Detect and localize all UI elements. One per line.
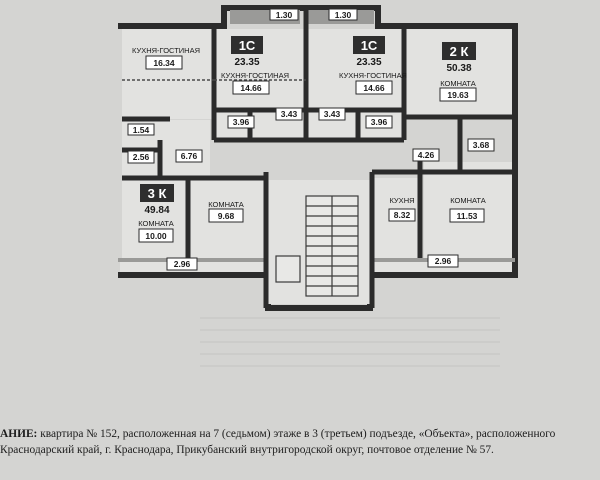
- area-room-968: 9.68: [218, 211, 235, 221]
- unit-area-3k: 49.84: [144, 205, 169, 216]
- area-396-right: 3.96: [371, 117, 388, 127]
- unit-type-1c-right: 1С: [361, 38, 378, 53]
- area-room-1000: 10.00: [145, 231, 167, 241]
- room-label-room-10: КОМНАТА: [138, 219, 174, 228]
- area-kitchen-living-3k: 16.34: [153, 58, 175, 68]
- unit-type-3k: 3 К: [148, 186, 167, 201]
- room-label-kitchen-living-1c-left: КУХНЯ-ГОСТИНАЯ: [221, 71, 289, 80]
- room-label-kitchen-living-3k: КУХНЯ-ГОСТИНАЯ: [132, 46, 200, 55]
- unit-type-1c-left: 1С: [239, 38, 256, 53]
- area-kitchen-832: 8.32: [394, 210, 411, 220]
- caption-line-1: АНИЕ: квартира № 152, расположенная на 7…: [0, 426, 555, 442]
- caption-line-1-text: квартира № 152, расположенная на 7 (седь…: [37, 428, 556, 440]
- area-room-2k: 19.63: [447, 90, 469, 100]
- area-kitchen-living-1c-right: 14.66: [363, 83, 385, 93]
- unit-area-1c-right: 23.35: [356, 57, 381, 68]
- unit-area-1c-left: 23.35: [234, 57, 259, 68]
- unit-type-2k: 2 К: [450, 44, 469, 59]
- area-154: 1.54: [133, 125, 150, 135]
- unit-badges: [140, 36, 476, 202]
- area-balcony-bottom-right: 2.96: [435, 256, 452, 266]
- area-368: 3.68: [473, 140, 490, 150]
- room-label-room-9: КОМНАТА: [208, 200, 244, 209]
- area-426: 4.26: [418, 150, 435, 160]
- area-balcony-right: 1.30: [335, 10, 352, 20]
- area-676: 6.76: [181, 151, 198, 161]
- unit-area-2k: 50.38: [446, 63, 471, 74]
- area-396-left: 3.96: [233, 117, 250, 127]
- staircase: [275, 195, 359, 297]
- unit-badge-1c-right: [353, 36, 385, 54]
- area-balcony-bottom-left: 2.96: [174, 259, 191, 269]
- caption-lead-word: АНИЕ:: [0, 428, 38, 440]
- room-label-kitchen-8: КУХНЯ: [389, 196, 414, 205]
- unit-badge-1c-left: [231, 36, 263, 54]
- area-kitchen-living-1c-left: 14.66: [240, 83, 262, 93]
- area-343-right: 3.43: [324, 109, 341, 119]
- room-label-room-2k: КОМНАТА: [440, 79, 476, 88]
- room-label-room-11: КОМНАТА: [450, 196, 486, 205]
- faint-background-lines: [200, 317, 500, 367]
- area-256: 2.56: [133, 152, 150, 162]
- area-343-left: 3.43: [281, 109, 298, 119]
- area-boxes: [127, 8, 495, 271]
- interior-walls: [122, 10, 512, 308]
- caption-line-2: Краснодарский край, г. Краснодара, Прику…: [0, 444, 494, 456]
- room-label-kitchen-living-1c-right: КУХНЯ-ГОСТИНАЯ: [339, 71, 407, 80]
- unit-badge-3k: [140, 184, 174, 202]
- area-balcony-left: 1.30: [276, 10, 293, 20]
- unit-badge-2k: [442, 42, 476, 60]
- area-room-1153: 11.53: [457, 211, 478, 221]
